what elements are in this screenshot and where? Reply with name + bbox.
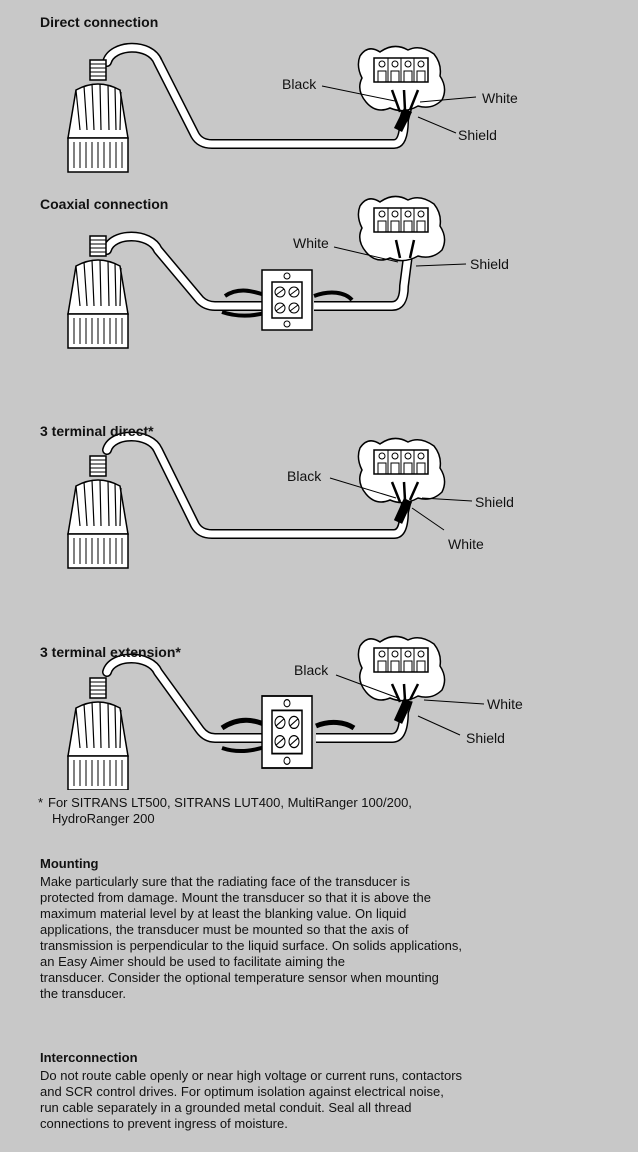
heading-coaxial-connection: Coaxial connection: [40, 196, 169, 212]
heading-direct-connection: Direct connection: [40, 14, 159, 30]
interconnection-line: Do not route cable openly or near high v…: [40, 1068, 463, 1083]
label-shield: Shield: [475, 494, 514, 510]
label-shield: Shield: [470, 256, 509, 272]
mounting-line: applications, the transducer must be mou…: [40, 922, 409, 937]
wiring-diagrams-artwork: [67, 42, 485, 790]
three-terminal-extension-diagram: [67, 635, 485, 790]
footnote-star: *: [38, 795, 44, 810]
interconnection-line: and SCR control drives. For optimum isol…: [40, 1084, 444, 1099]
mounting-line: an Easy Aimer should be used to facilita…: [40, 954, 345, 969]
label-shield: Shield: [458, 127, 497, 143]
label-black: Black: [287, 468, 322, 484]
mounting-line: transmission is perpendicular to the liq…: [40, 938, 462, 953]
footnote-line: For SITRANS LT500, SITRANS LUT400, Multi…: [48, 795, 412, 810]
label-black: Black: [282, 76, 317, 92]
footnote: * For SITRANS LT500, SITRANS LUT400, Mul…: [38, 795, 412, 827]
mounting-title: Mounting: [40, 856, 99, 871]
footnote-line: HydroRanger 200: [52, 811, 155, 826]
label-white: White: [448, 536, 484, 552]
mounting-line: protected from damage. Mount the transdu…: [40, 890, 431, 905]
heading-three-terminal-direct: 3 terminal direct*: [40, 423, 154, 439]
mounting-line: Make particularly sure that the radiatin…: [40, 874, 410, 889]
heading-three-terminal-extension: 3 terminal extension*: [40, 644, 181, 660]
label-white: White: [487, 696, 523, 712]
mounting-line: transducer. Consider the optional temper…: [40, 970, 439, 985]
label-white: White: [293, 235, 329, 251]
direct-connection-diagram: [67, 42, 477, 173]
mounting-body: Make particularly sure that the radiatin…: [40, 874, 600, 1002]
label-shield: Shield: [466, 730, 505, 746]
interconnection-body: Do not route cable openly or near high v…: [40, 1068, 600, 1132]
label-white: White: [482, 90, 518, 106]
interconnection-title: Interconnection: [40, 1050, 138, 1065]
interconnection-line: run cable separately in a grounded metal…: [40, 1100, 412, 1115]
label-black: Black: [294, 662, 329, 678]
mounting-line: the transducer.: [40, 986, 126, 1001]
mounting-line: maximum material level by at least the b…: [40, 906, 407, 921]
three-terminal-direct-diagram: [67, 431, 473, 569]
coaxial-connection-diagram: [67, 195, 467, 349]
interconnection-line: connections to prevent ingress of moistu…: [40, 1116, 288, 1131]
